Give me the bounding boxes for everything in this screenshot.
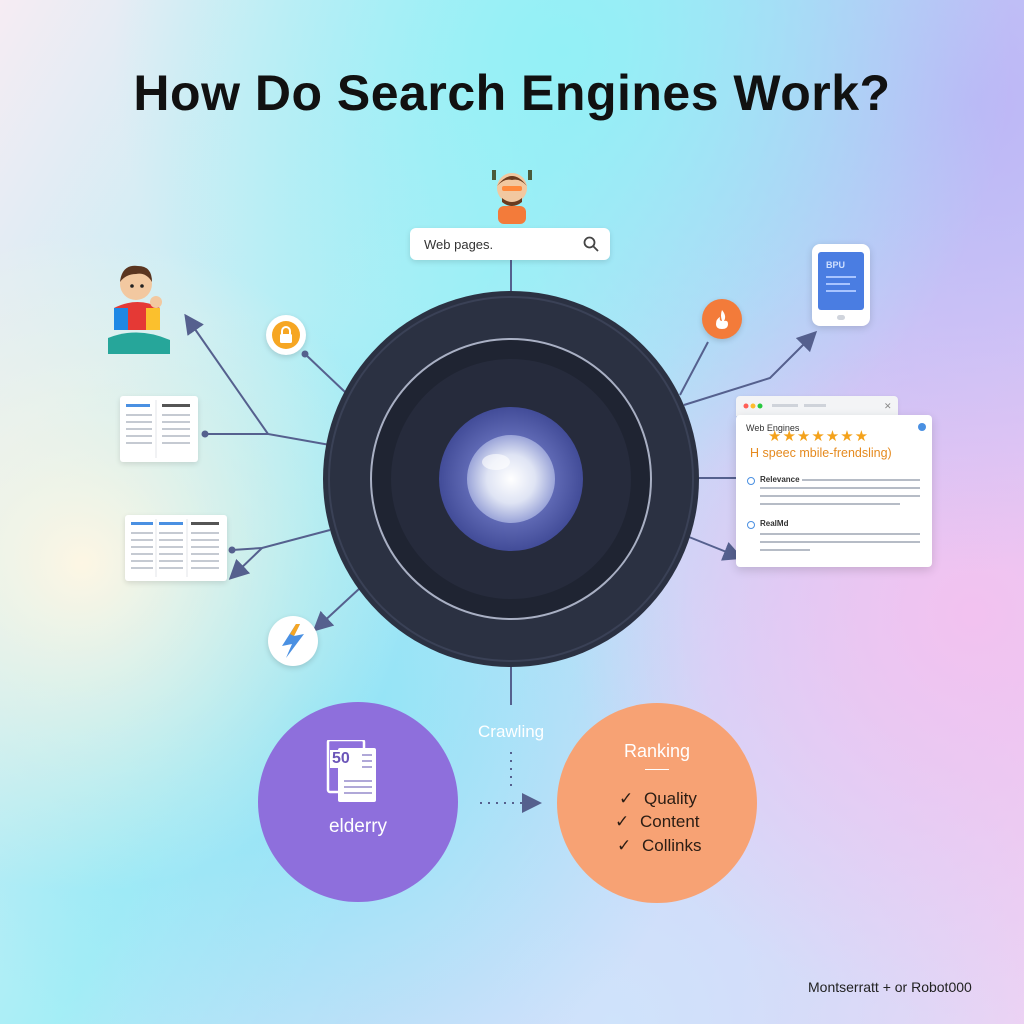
- ranking-title: Ranking: [623, 741, 691, 761]
- check-icon: ✓: [615, 812, 630, 831]
- ranking-item-label: Collinks: [641, 836, 702, 855]
- tablet-screen: BPU: [818, 252, 864, 310]
- web-document-2: [125, 515, 227, 581]
- ranking-circle: Ranking ✓ Quality ✓ Content ✓ Collinks: [557, 703, 757, 903]
- review-section-2: RealMd: [760, 519, 789, 528]
- mascot-icon: [492, 170, 532, 224]
- ranking-item-label: Content: [639, 812, 700, 831]
- review-card: Web Engines ★★★★★★★ H speec mbile-frends…: [736, 415, 932, 567]
- child-user-icon: [108, 265, 170, 354]
- review-card-tagline: H speec mbile-frendsling): [750, 446, 892, 460]
- lock-badge: [266, 315, 306, 355]
- page-title: How Do Search Engines Work?: [133, 65, 891, 121]
- ranking-item-label: Quality: [643, 789, 697, 808]
- index-circle: 50 elderry: [258, 702, 458, 902]
- check-icon: ✓: [619, 789, 634, 808]
- info-dot-icon: [918, 423, 926, 431]
- search-text: Web pages.: [424, 237, 494, 252]
- footer-credit: Montserratt + or Robot000: [808, 979, 972, 995]
- lightning-icon: [282, 624, 304, 658]
- check-icon: ✓: [617, 836, 632, 855]
- lock-icon: [272, 321, 300, 349]
- document-number: 50: [330, 750, 352, 768]
- central-lens: [323, 291, 699, 667]
- review-card-header: Web Engines: [746, 423, 800, 433]
- connector-lock: [304, 353, 346, 393]
- search-box[interactable]: Web pages.: [410, 228, 610, 260]
- connector-bolt: [312, 587, 361, 632]
- connector-review-b: [683, 534, 744, 561]
- review-window-titlebar: ✕: [736, 396, 898, 416]
- connector-fire: [679, 341, 709, 396]
- fire-icon: [716, 310, 728, 329]
- ranking-item-quality: ✓ Quality: [619, 789, 697, 809]
- index-circle-label: elderry: [328, 816, 388, 837]
- tablet-screen-text: BPU: [826, 260, 846, 270]
- connector-doc-2b: [228, 547, 263, 580]
- ranking-item-content: ✓ Content: [615, 812, 700, 832]
- tablet-device: BPU: [812, 244, 870, 326]
- svg-text:✕: ✕: [884, 401, 892, 411]
- bolt-badge: [268, 616, 318, 666]
- connector-doc-2: [231, 529, 331, 551]
- crawling-label: Crawling: [478, 722, 545, 741]
- ranking-divider: [645, 769, 669, 770]
- tablet-home-button: [837, 315, 845, 320]
- review-section-1: Relevance: [760, 475, 800, 484]
- fire-badge: [702, 299, 742, 339]
- web-document-1: [120, 396, 198, 462]
- ranking-item-collinks: ✓ Collinks: [617, 836, 702, 856]
- connector-person: [184, 313, 331, 446]
- search-icon[interactable]: [582, 235, 600, 253]
- bullet-icon: [747, 521, 755, 529]
- star-rating: ★★★★★★★: [768, 428, 870, 445]
- connector-tablet: [683, 330, 818, 406]
- bullet-icon: [747, 477, 755, 485]
